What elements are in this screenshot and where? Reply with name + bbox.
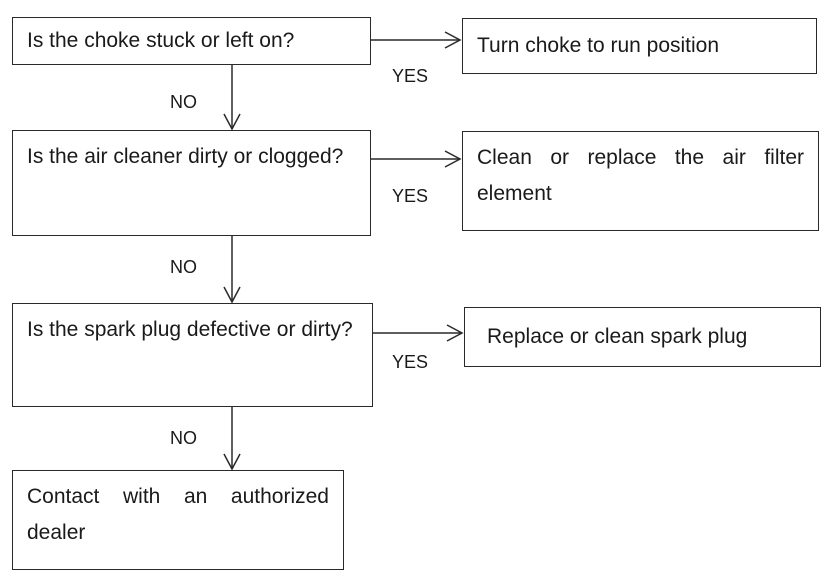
- no-arrow-3: [223, 406, 241, 471]
- decision-box-choke: Is the choke stuck or left on?: [12, 17, 371, 65]
- yes-arrow-2: [370, 150, 462, 168]
- action-box-replace-spark-plug: Replace or clean spark plug: [464, 307, 821, 367]
- action-text-turn-choke: Turn choke to run position: [477, 34, 720, 57]
- decision-text-spark-plug: Is the spark plug defective or dirty?: [27, 318, 353, 341]
- yes-arrow-3: [372, 324, 464, 342]
- action-box-clean-air-filter: Clean or replace the air filter element: [462, 131, 819, 231]
- yes-label-1: YES: [392, 66, 429, 86]
- decision-text-air-cleaner: Is the air cleaner dirty or clogged?: [27, 145, 344, 168]
- action-text-replace-spark-plug: Replace or clean spark plug: [487, 325, 748, 348]
- final-text-contact-dealer: Contact with an authorized dealer: [27, 485, 329, 544]
- action-box-turn-choke: Turn choke to run position: [462, 18, 817, 74]
- yes-label-2: YES: [392, 186, 429, 206]
- decision-box-spark-plug: Is the spark plug defective or dirty?: [12, 303, 373, 407]
- decision-box-air-cleaner: Is the air cleaner dirty or clogged?: [12, 130, 371, 236]
- no-label-2: NO: [170, 257, 197, 277]
- final-box-contact-dealer: Contact with an authorized dealer: [12, 470, 344, 570]
- yes-label-3: YES: [392, 352, 429, 372]
- no-arrow-2: [223, 235, 241, 304]
- no-label-1: NO: [170, 92, 197, 112]
- no-label-3: NO: [170, 428, 197, 448]
- action-text-clean-air-filter: Clean or replace the air filter element: [477, 146, 804, 205]
- decision-text-choke: Is the choke stuck or left on?: [27, 29, 295, 52]
- yes-arrow-1: [370, 31, 462, 49]
- no-arrow-1: [223, 64, 241, 131]
